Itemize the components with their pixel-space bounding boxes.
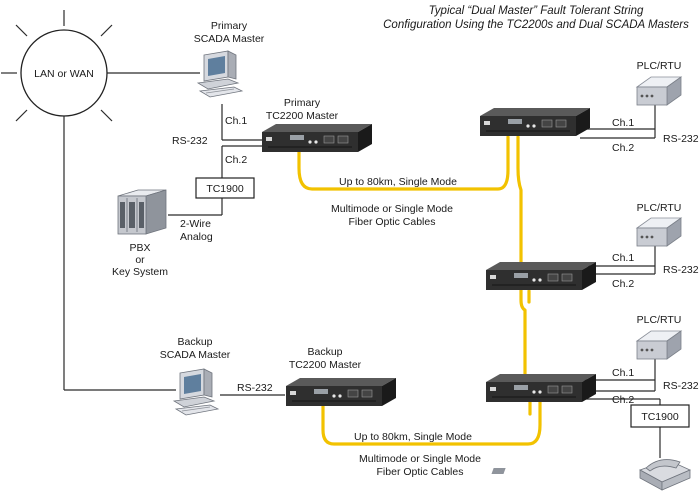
primary-rs232-label: RS-232 xyxy=(172,135,208,147)
plc-rtu-label-3: PLC/RTU xyxy=(637,314,682,326)
plc-rtu-icon-2 xyxy=(636,217,682,247)
plc-rtu-icon-3 xyxy=(636,330,682,360)
primary-tc2200-label-line1: Primary xyxy=(284,97,321,109)
wiring xyxy=(63,72,661,458)
diagram-title-line2: Configuration Using the TC2200s and Dual… xyxy=(383,19,689,31)
fiber-cables-label-top-line1: Multimode or Single Mode xyxy=(331,203,453,215)
fiber-optic-cables xyxy=(297,135,542,446)
lan-wan-network-icon xyxy=(1,10,113,122)
rs232-label-3: RS-232 xyxy=(663,380,699,392)
ch2-label-1: Ch.2 xyxy=(612,142,634,154)
primary-scada-computer-icon xyxy=(197,50,243,98)
ch1-label-1: Ch.1 xyxy=(612,117,634,129)
backup-rs232-label: RS-232 xyxy=(237,382,273,394)
pbx-icon xyxy=(117,189,167,235)
backup-tc2200-label-line2: TC2200 Master xyxy=(289,359,362,371)
diagram-title-line1: Typical “Dual Master” Fault Tolerant Str… xyxy=(429,5,644,17)
ch1-label-3: Ch.1 xyxy=(612,367,634,379)
tc1900-label-2: TC1900 xyxy=(641,411,679,423)
two-wire-label-line2: Analog xyxy=(180,231,213,243)
pbx-label-line2: or xyxy=(135,254,145,266)
two-wire-label-line1: 2-Wire xyxy=(180,218,211,230)
fiber-cables-label-bottom-line1: Multimode or Single Mode xyxy=(359,453,481,465)
rs232-label-2: RS-232 xyxy=(663,264,699,276)
plc-rtu-icon-1 xyxy=(636,76,682,106)
backup-scada-computer-icon xyxy=(173,368,219,416)
backup-tc2200-label-line1: Backup xyxy=(307,346,342,358)
primary-scada-label-line2: SCADA Master xyxy=(194,33,265,45)
lan-wan-label: LAN or WAN xyxy=(34,68,94,80)
fiber-run-label-top: Up to 80km, Single Mode xyxy=(339,176,457,188)
primary-scada-label-line1: Primary xyxy=(211,20,248,32)
backup-tc2200-modem-icon xyxy=(285,377,397,407)
ch1-label-2: Ch.1 xyxy=(612,252,634,264)
plc-rtu-label-1: PLC/RTU xyxy=(637,60,682,72)
tc1900-box-2 xyxy=(630,404,690,428)
tc2200-modem-icon-3 xyxy=(485,373,597,403)
tc1900-label-1: TC1900 xyxy=(206,183,244,195)
pbx-label-line1: PBX xyxy=(129,242,150,254)
ch2-label-2: Ch.2 xyxy=(612,278,634,290)
tc2200-modem-icon-1 xyxy=(479,107,591,137)
backup-scada-label-line1: Backup xyxy=(177,336,212,348)
tc1900-box-1 xyxy=(195,177,255,199)
fiber-cables-label-top-line2: Fiber Optic Cables xyxy=(349,216,436,228)
backup-scada-label-line2: SCADA Master xyxy=(160,349,231,361)
pbx-label-line3: Key System xyxy=(112,266,168,278)
phone-icon xyxy=(491,459,691,491)
primary-tc2200-modem-icon xyxy=(261,123,373,153)
fiber-cables-label-bottom-line2: Fiber Optic Cables xyxy=(377,466,464,478)
tc2200-modem-icon-2 xyxy=(485,261,597,291)
primary-ch2-label: Ch.2 xyxy=(225,154,247,166)
plc-rtu-label-2: PLC/RTU xyxy=(637,202,682,214)
primary-ch1-label: Ch.1 xyxy=(225,115,247,127)
rs232-label-1: RS-232 xyxy=(663,133,699,145)
primary-tc2200-label-line2: TC2200 Master xyxy=(266,110,339,122)
fiber-run-label-bottom: Up to 80km, Single Mode xyxy=(354,431,472,443)
ch2-label-3: Ch.2 xyxy=(612,394,634,406)
